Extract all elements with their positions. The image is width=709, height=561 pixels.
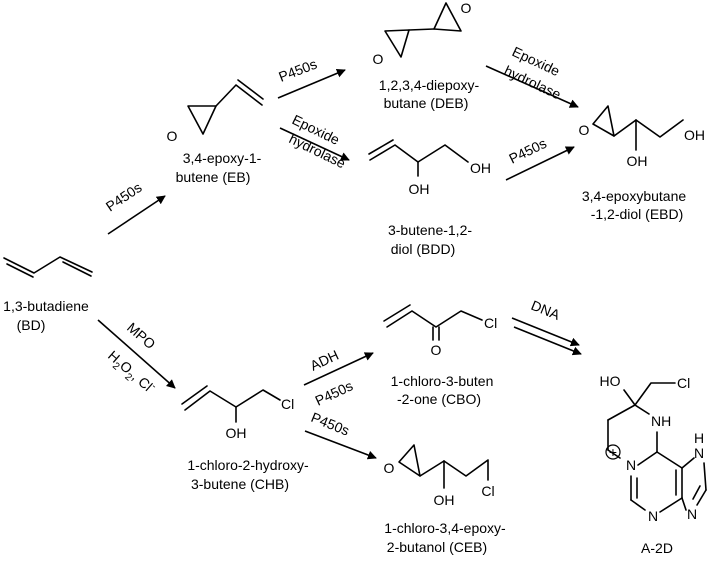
label-eb-line2: butene (EB) — [176, 169, 251, 185]
arrow-chb-to-ceb — [304, 430, 377, 460]
h2o2-sub2: 2 — [122, 371, 134, 383]
arrow-eb-to-deb — [277, 68, 346, 99]
label-ceb-line2: 2-butanol (CEB) — [387, 539, 487, 555]
atom-oh-ceb: OH — [434, 492, 455, 508]
label-bd-line2: (BD) — [17, 317, 46, 333]
reagent-h2o2-cl: H2O2, Cl- — [102, 346, 159, 399]
enzyme-p450-eb-deb: P450s — [276, 56, 319, 85]
atom-cl-cbo: Cl — [484, 315, 497, 331]
label-eb-line1: 3,4-epoxy-1- — [183, 150, 262, 166]
arrow-cbo-to-a2d-1 — [511, 317, 580, 347]
arrow-bd-to-chb — [97, 319, 176, 389]
atom-o-cbo: O — [431, 342, 442, 358]
atom-ho-a2d: HO — [600, 373, 621, 389]
label-deb-line2: butane (DEB) — [384, 95, 469, 111]
atom-o-ceb: O — [384, 460, 395, 476]
atom-o-deb-2: O — [461, 0, 472, 16]
arrow-chb-to-cbo — [303, 352, 374, 386]
label-chb-line1: 1-chloro-2-hydroxy- — [187, 457, 309, 473]
label-cbo-line1: 1-chloro-3-buten — [391, 373, 494, 389]
arrow-bd-to-eb — [107, 195, 166, 235]
h2o2-sub1: 2 — [110, 361, 122, 373]
h2o2-minus: - — [149, 381, 159, 391]
atom-nh-a2d: NH — [651, 413, 671, 429]
svg-text:H2O2, Cl-: H2O2, Cl- — [102, 346, 158, 399]
arrow-bdd-to-ebd — [505, 146, 575, 181]
label-deb-line1: 1,2,3,4-diepoxy- — [379, 77, 480, 93]
label-bdd-line2: diol (BDD) — [391, 241, 456, 257]
label-ebd-line2: -1,2-diol (EBD) — [591, 206, 684, 222]
enzyme-p450-bd-eb: P450s — [103, 179, 145, 214]
arrow-deb-to-ebd — [485, 65, 579, 108]
atom-cl-a2d: Cl — [677, 375, 690, 391]
structure-bd — [3, 256, 93, 278]
atom-o-eb: O — [167, 128, 178, 144]
structure-chb: OH Cl — [181, 385, 294, 441]
label-bd-line1: 1,3-butadiene — [3, 298, 89, 314]
structure-cbo: O Cl — [383, 304, 497, 358]
charge-plus-a2d: + — [609, 444, 617, 460]
enzyme-p450-chb-cbo: P450s — [313, 377, 356, 408]
atom-nh-imid-h: H — [694, 430, 704, 446]
atom-oh-bdd-1: OH — [409, 181, 430, 197]
label-ceb-line1: 1-chloro-3,4-epoxy- — [384, 520, 506, 536]
structure-ceb: O OH Cl — [384, 444, 495, 508]
structure-a2d: HO Cl NH N + N N H N — [600, 373, 707, 524]
structure-bdd: OH OH — [368, 139, 491, 197]
atom-oh-bdd-2: OH — [470, 160, 491, 176]
label-ebd-line1: 3,4-epoxybutane — [582, 188, 687, 204]
label-cbo-line2: -2-one (CBO) — [397, 391, 481, 407]
label-chb-line2: 3-butene (CHB) — [191, 476, 289, 492]
label-a2d: A-2D — [641, 540, 673, 556]
atom-nh-imid-n: N — [694, 445, 704, 461]
atom-oh-ebd-2: OH — [684, 127, 705, 143]
atom-n-imid-a2d: N — [687, 506, 697, 522]
label-bdd-line1: 3-butene-1,2- — [388, 222, 472, 238]
atom-oh-chb: OH — [226, 425, 247, 441]
atom-n-ring-a2d: N — [626, 457, 636, 473]
atom-oh-ebd-1: OH — [627, 153, 648, 169]
atom-o-deb-1: O — [373, 51, 384, 67]
arrow-eb-to-bdd — [279, 127, 350, 161]
atom-cl-ceb: Cl — [481, 483, 494, 499]
arrow-cbo-to-a2d-2 — [513, 326, 582, 356]
structure-ebd: O OH OH — [579, 105, 705, 169]
enzyme-dna: DNA — [529, 297, 563, 323]
charge-circle-a2d — [605, 444, 621, 460]
atom-n-bottom-a2d: N — [648, 508, 658, 524]
atom-cl-chb: Cl — [281, 396, 294, 412]
structure-eb: O — [167, 79, 264, 144]
atom-o-ebd: O — [579, 122, 590, 138]
structure-deb: O O — [373, 0, 472, 67]
